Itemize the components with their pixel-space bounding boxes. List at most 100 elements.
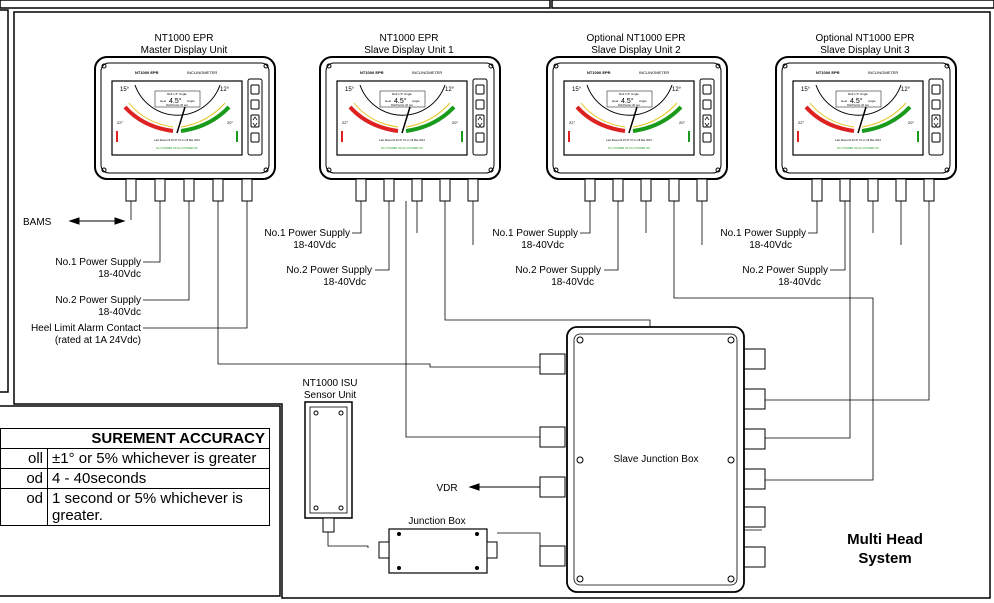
left-labels: BAMS No.1 Power Supply 18-40Vdc No.2 Pow… (23, 217, 141, 346)
slave-junction-box-label: Slave Junction Box (613, 454, 698, 465)
reading-box (835, 90, 882, 108)
angle-value: 4.5° (169, 97, 182, 105)
system-title-line1: Multi Head (847, 531, 923, 548)
keypad-button-3[interactable] (475, 132, 485, 143)
port-peak: 22° (798, 120, 804, 125)
stbd-peak: 20° (679, 120, 685, 125)
stbd-peak: 20° (227, 120, 233, 125)
junction-box-gland (486, 541, 498, 559)
screw-icon (263, 63, 269, 69)
screen-brand: NT1000 EPR (816, 70, 840, 75)
table-value: ±1° or 5% whichever is greater (47, 448, 270, 469)
roll-line: Roll 1.5° Angle (392, 92, 412, 96)
screen-title: INCLINOMETER (187, 70, 217, 75)
s2-ps2-voltage: 18-40Vdc (551, 277, 594, 288)
screw-icon (488, 167, 494, 173)
gauge-dial (134, 84, 221, 116)
port-max: 15° (801, 87, 811, 93)
stbd-max: 12° (220, 87, 230, 93)
screw-icon (475, 532, 479, 536)
screw-icon (727, 456, 735, 464)
unit-titles: NT1000 EPR Master Display Unit NT1000 EP… (141, 33, 915, 56)
keypad-button-1[interactable] (931, 84, 941, 95)
bams-arrow (68, 217, 126, 225)
unit-4-title-line1: Optional NT1000 EPR (816, 33, 915, 44)
keypad-button-2[interactable] (702, 99, 712, 110)
ps2-label: No.2 Power Supply (55, 295, 141, 306)
table-value: 4 - 40seconds (47, 468, 270, 489)
keypad-arrows-button[interactable] (931, 114, 941, 128)
scale-inner-icon (353, 102, 451, 128)
keypad-arrows-button[interactable] (250, 114, 260, 128)
last-reset: Last Reset 22:15:47 07 on 18 Mar 2013 (606, 138, 652, 142)
slave-junction-box-lid (573, 333, 738, 586)
table-row: oll ±1° or 5% whichever is greater (0, 448, 270, 469)
port-scale-icon (348, 105, 399, 133)
roll-line: Roll 1.5° Angle (619, 92, 639, 96)
needle-icon (857, 106, 867, 134)
s3-ps2-label: No.2 Power Supply (742, 265, 828, 276)
screw-icon (326, 167, 332, 173)
port-scale-icon (804, 105, 855, 133)
s3-ps2-voltage: 18-40Vdc (778, 277, 821, 288)
reading-box (606, 90, 653, 108)
keypad-button-3[interactable] (702, 132, 712, 143)
last-reset: Last Reset 22:15:47 07 on 18 Mar 2013 (835, 138, 881, 142)
keypad-button-2[interactable] (475, 99, 485, 110)
display-unit: NT1000 EPR INCLINOMETER Roll 1.5° Angle … (94, 56, 276, 180)
scale-inner-icon (128, 102, 226, 128)
s3-ps1-label: No.1 Power Supply (720, 228, 806, 239)
table-param: od (0, 488, 48, 526)
screw-icon (488, 63, 494, 69)
s1-ps1-label: No.1 Power Supply (264, 228, 350, 239)
keypad-button-2[interactable] (250, 99, 260, 110)
unit-2-title-line2: Slave Display Unit 1 (364, 45, 454, 56)
arrows-icon (252, 116, 258, 127)
keypad-button-2[interactable] (931, 99, 941, 110)
table-row: od 1 second or 5% whichever is greater. (0, 488, 270, 526)
isu-sensor-unit (304, 401, 353, 519)
table-row: od 4 - 40seconds (0, 468, 270, 489)
unit-1-title-line2: Master Display Unit (141, 45, 228, 56)
port-scale-icon (123, 105, 174, 133)
slave-labels: No.1 Power Supply 18-40Vdc No.2 Power Su… (264, 228, 828, 288)
needle-icon (401, 106, 411, 134)
unit-2-title-line1: NT1000 EPR (380, 33, 439, 44)
stbd-scale-icon (180, 105, 231, 133)
keypad-button-3[interactable] (931, 132, 941, 143)
junction-box (388, 528, 488, 574)
power-status: No.1 POWER OK No.2 POWER OK (156, 146, 198, 150)
isu-gland (322, 517, 335, 533)
screw-icon (576, 336, 584, 344)
period-line: Roll Period: 20 sec (391, 103, 413, 107)
angle-label: Heel (160, 99, 167, 103)
keypad-arrows-button[interactable] (475, 114, 485, 128)
top-right-panel-edge (551, 0, 994, 9)
last-reset: Last Reset 22:15:47 07 on 18 Mar 2013 (379, 138, 425, 142)
screen-title: INCLINOMETER (868, 70, 898, 75)
angle-suffix: Angle (412, 99, 420, 103)
unit-4-title-line2: Slave Display Unit 3 (820, 45, 910, 56)
screen-brand: NT1000 EPR (135, 70, 159, 75)
vdr-label: VDR (436, 483, 457, 494)
screw-icon (475, 566, 479, 570)
port-peak: 22° (569, 120, 575, 125)
stbd-max: 12° (445, 87, 455, 93)
keypad-button-1[interactable] (702, 84, 712, 95)
unit-3-title-line2: Slave Display Unit 2 (591, 45, 681, 56)
cable-glands (125, 178, 935, 202)
table-param: od (0, 468, 48, 489)
port-max: 15° (572, 87, 582, 93)
keypad-arrows-button[interactable] (702, 114, 712, 128)
angle-value: 4.5° (850, 97, 863, 105)
keypad-button-1[interactable] (250, 84, 260, 95)
stbd-scale-icon (632, 105, 683, 133)
stbd-scale-icon (405, 105, 456, 133)
keypad-button-1[interactable] (475, 84, 485, 95)
s2-ps1-label: No.1 Power Supply (492, 228, 578, 239)
keypad-button-3[interactable] (250, 132, 260, 143)
period-line: Roll Period: 20 sec (166, 103, 188, 107)
table-header: SUREMENT ACCURACY (0, 428, 270, 449)
top-left-panel-edge (0, 0, 551, 9)
angle-label: Heel (841, 99, 848, 103)
